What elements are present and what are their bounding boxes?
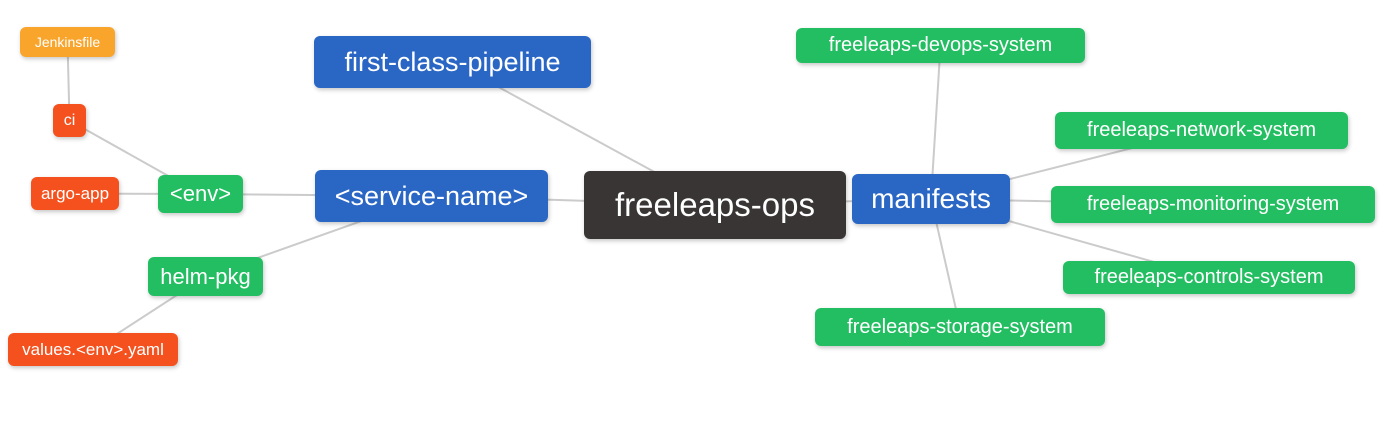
node-jenkinsfile[interactable]: Jenkinsfile (20, 27, 115, 57)
edge-manifests-to-freeleaps-devops-system (930, 45, 942, 200)
node-env[interactable]: <env> (158, 175, 243, 213)
node-freeleaps-controls-system[interactable]: freeleaps-controls-system (1063, 261, 1355, 294)
node-label: <env> (169, 181, 232, 206)
node-freeleaps-devops-system[interactable]: freeleaps-devops-system (796, 28, 1085, 63)
node-label: freeleaps-network-system (1087, 119, 1316, 141)
node-label: values.<env>.yaml (22, 339, 164, 359)
node-label: Jenkinsfile (34, 34, 101, 50)
node-label: ci (63, 111, 76, 129)
node-label: freeleaps-monitoring-system (1086, 193, 1340, 215)
node-argo-app[interactable]: argo-app (31, 177, 119, 210)
node-label: argo-app (40, 183, 110, 203)
node-freeleaps-network-system[interactable]: freeleaps-network-system (1055, 112, 1348, 149)
node-label: freeleaps-controls-system (1094, 266, 1324, 288)
node-first-class-pipeline[interactable]: first-class-pipeline (314, 36, 591, 88)
node-label: freeleaps-ops (615, 186, 815, 223)
node-service-name[interactable]: <service-name> (315, 170, 548, 222)
node-label: first-class-pipeline (344, 46, 561, 77)
node-freeleaps-ops[interactable]: freeleaps-ops (584, 171, 846, 239)
node-label: freeleaps-storage-system (847, 315, 1073, 338)
node-label: <service-name> (334, 180, 529, 211)
node-label: freeleaps-devops-system (828, 34, 1053, 56)
node-manifests[interactable]: manifests (852, 174, 1010, 224)
node-label: manifests (871, 183, 991, 214)
node-freeleaps-monitoring-system[interactable]: freeleaps-monitoring-system (1051, 186, 1375, 223)
node-freeleaps-storage-system[interactable]: freeleaps-storage-system (815, 308, 1105, 346)
node-values-env-yaml[interactable]: values.<env>.yaml (8, 333, 178, 366)
node-label: helm-pkg (160, 263, 251, 289)
node-ci[interactable]: ci (53, 104, 86, 137)
node-helm-pkg[interactable]: helm-pkg (148, 257, 263, 296)
